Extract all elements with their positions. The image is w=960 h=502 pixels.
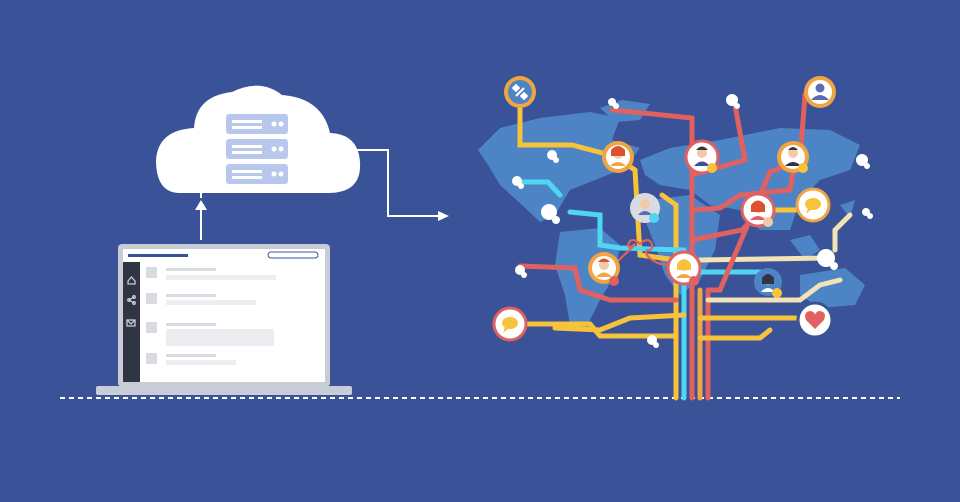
output-arrow bbox=[338, 149, 440, 217]
laptop-sidebar bbox=[123, 262, 140, 382]
flow-arrows bbox=[195, 145, 449, 240]
cloud bbox=[156, 85, 361, 193]
cloud-inner-arrow-left bbox=[200, 151, 214, 198]
user-icon bbox=[804, 76, 836, 108]
woman-avatar-icon bbox=[666, 250, 702, 286]
mail-icon bbox=[126, 319, 136, 327]
businessman-avatar-icon bbox=[777, 141, 809, 173]
network-nodes bbox=[492, 76, 873, 348]
satellite-icon bbox=[504, 76, 536, 108]
laptop-base bbox=[96, 386, 352, 395]
server-stack-icon bbox=[226, 114, 288, 184]
woman-avatar-icon bbox=[754, 268, 782, 298]
small-user-icon bbox=[647, 335, 659, 348]
man-avatar-icon bbox=[630, 193, 660, 223]
heart-icon bbox=[796, 301, 834, 339]
small-user-icon bbox=[726, 94, 740, 109]
man-avatar-icon bbox=[684, 139, 720, 175]
laptop bbox=[96, 244, 352, 395]
small-user-icon bbox=[541, 204, 560, 224]
heart-loop-line bbox=[609, 239, 671, 269]
man-avatar-icon bbox=[588, 252, 620, 286]
laptop-feed bbox=[146, 267, 276, 365]
share-icon bbox=[127, 295, 136, 305]
chat-bubble-icon bbox=[492, 306, 528, 342]
feed-item bbox=[146, 293, 256, 305]
feed-item bbox=[146, 267, 276, 280]
feed-item bbox=[146, 322, 274, 346]
feed-item bbox=[146, 353, 236, 365]
laptop-searchbox bbox=[267, 251, 319, 259]
small-user-icon bbox=[515, 265, 527, 278]
small-user-icon bbox=[862, 208, 873, 219]
small-user-icon bbox=[817, 249, 838, 270]
small-user-icon bbox=[856, 154, 870, 169]
woman-avatar-icon bbox=[740, 192, 776, 228]
small-user-icon bbox=[547, 150, 559, 163]
small-user-icon bbox=[512, 176, 524, 189]
home-icon bbox=[127, 276, 136, 285]
small-user-icon bbox=[608, 98, 619, 109]
chat-bubble-icon bbox=[795, 187, 831, 223]
woman-avatar-icon bbox=[602, 141, 634, 173]
